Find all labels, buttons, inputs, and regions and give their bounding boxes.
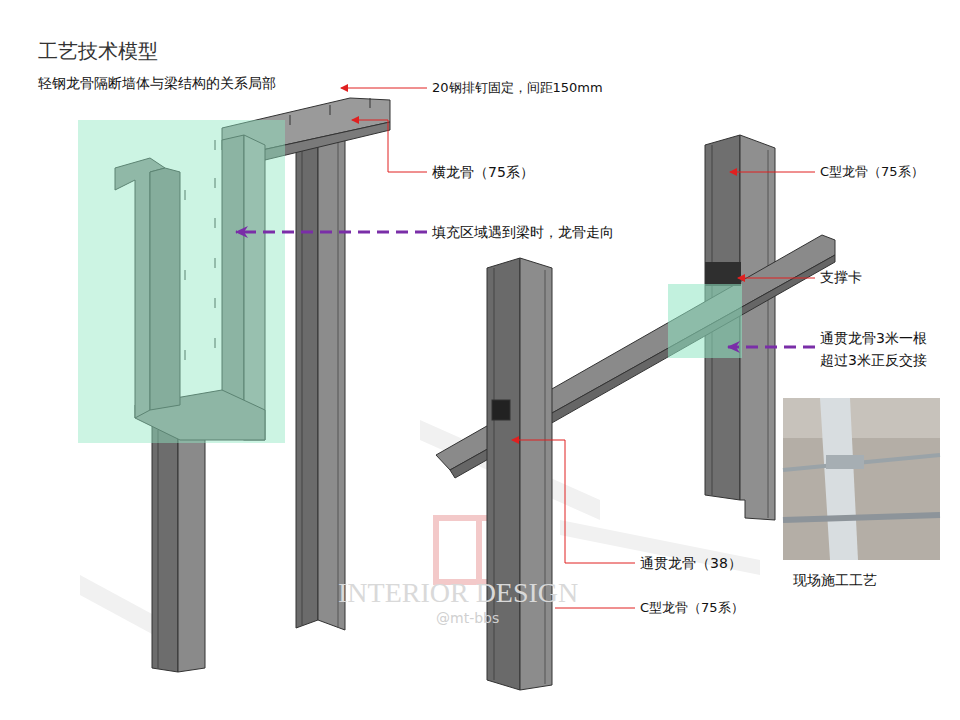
stud-right-tall xyxy=(296,132,345,630)
photo-caption-text: 现场施工工艺 xyxy=(793,572,877,588)
photo-caption: 现场施工工艺 xyxy=(793,570,877,591)
watermark-text: @mt-bbs xyxy=(436,610,499,626)
callout-label-text: C型龙骨（75系） xyxy=(640,600,744,615)
callout-label: C型龙骨（75系） xyxy=(640,598,744,618)
leader-lines xyxy=(341,88,815,608)
support-clip xyxy=(705,262,741,286)
fill-zone xyxy=(78,120,285,443)
callout-label-text: 填充区域遇到梁时，龙骨走向 xyxy=(432,224,614,240)
callout-label-text: 20钢排钉固定，间距150mm xyxy=(432,80,603,95)
callout-label-text: 通贯龙骨3米一根 超过3米正反交接 xyxy=(820,330,927,368)
page-title: 工艺技术模型 xyxy=(38,36,158,66)
page-title-text: 工艺技术模型 xyxy=(38,39,158,63)
watermark: @mt-bbs xyxy=(436,610,499,627)
callout-label: 横龙骨（75系） xyxy=(432,162,534,183)
callout-label: 通贯龙骨3米一根 超过3米正反交接 xyxy=(820,328,942,371)
callout-label: 填充区域遇到梁时，龙骨走向 xyxy=(432,222,614,243)
subtitle-text: 轻钢龙骨隔断墙体与梁结构的关系局部 xyxy=(38,75,276,91)
site-photo xyxy=(783,398,940,560)
stud-left xyxy=(152,425,205,672)
watermark-text: INTERIOR DESIGN xyxy=(338,577,578,608)
callout-label-text: 支撑卡 xyxy=(820,269,862,285)
callout-label: 20钢排钉固定，间距150mm xyxy=(432,78,603,98)
callout-label-text: 横龙骨（75系） xyxy=(432,164,534,180)
callout-label-text: C型龙骨（75系） xyxy=(820,164,924,179)
callout-label-text: 通贯龙骨（38） xyxy=(640,555,742,571)
callout-label: 通贯龙骨（38） xyxy=(640,553,742,574)
dashed-arrows xyxy=(236,232,815,347)
callout-label: 支撑卡 xyxy=(820,267,862,288)
watermark: INTERIOR DESIGN xyxy=(338,576,578,610)
subtitle: 轻钢龙骨隔断墙体与梁结构的关系局部 xyxy=(38,73,276,94)
callout-label: C型龙骨（75系） xyxy=(820,162,924,182)
